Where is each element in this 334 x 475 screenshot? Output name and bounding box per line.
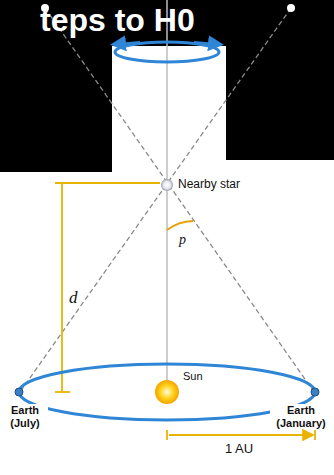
scale-line	[169, 434, 313, 436]
motion-arrow	[118, 42, 140, 44]
sight-line	[45, 8, 314, 392]
star-label: Nearby star	[177, 178, 241, 192]
scale-tick	[166, 430, 168, 440]
nearby-star	[161, 179, 173, 191]
earth	[15, 388, 23, 396]
angle-arc	[167, 221, 193, 230]
distance-label: d	[68, 288, 79, 308]
sun-label: Sun	[182, 370, 204, 383]
distance-bracket	[61, 183, 63, 392]
scale-tick	[314, 430, 316, 440]
distant-star	[287, 4, 295, 12]
axis-line	[166, 0, 168, 392]
earth-label: Earth (July)	[2, 404, 48, 429]
apparent-motion	[115, 42, 219, 62]
sight-line	[20, 8, 291, 392]
slide-title: teps to H0	[40, 2, 195, 39]
distance-bracket	[55, 182, 160, 184]
earth-label: Earth (January)	[270, 404, 332, 429]
motion-arrow	[194, 42, 216, 44]
sun	[155, 380, 179, 404]
earth	[311, 388, 319, 396]
angle-label: p	[178, 232, 187, 248]
distance-bracket	[55, 391, 70, 393]
scale-label: 1 AU	[224, 442, 254, 457]
